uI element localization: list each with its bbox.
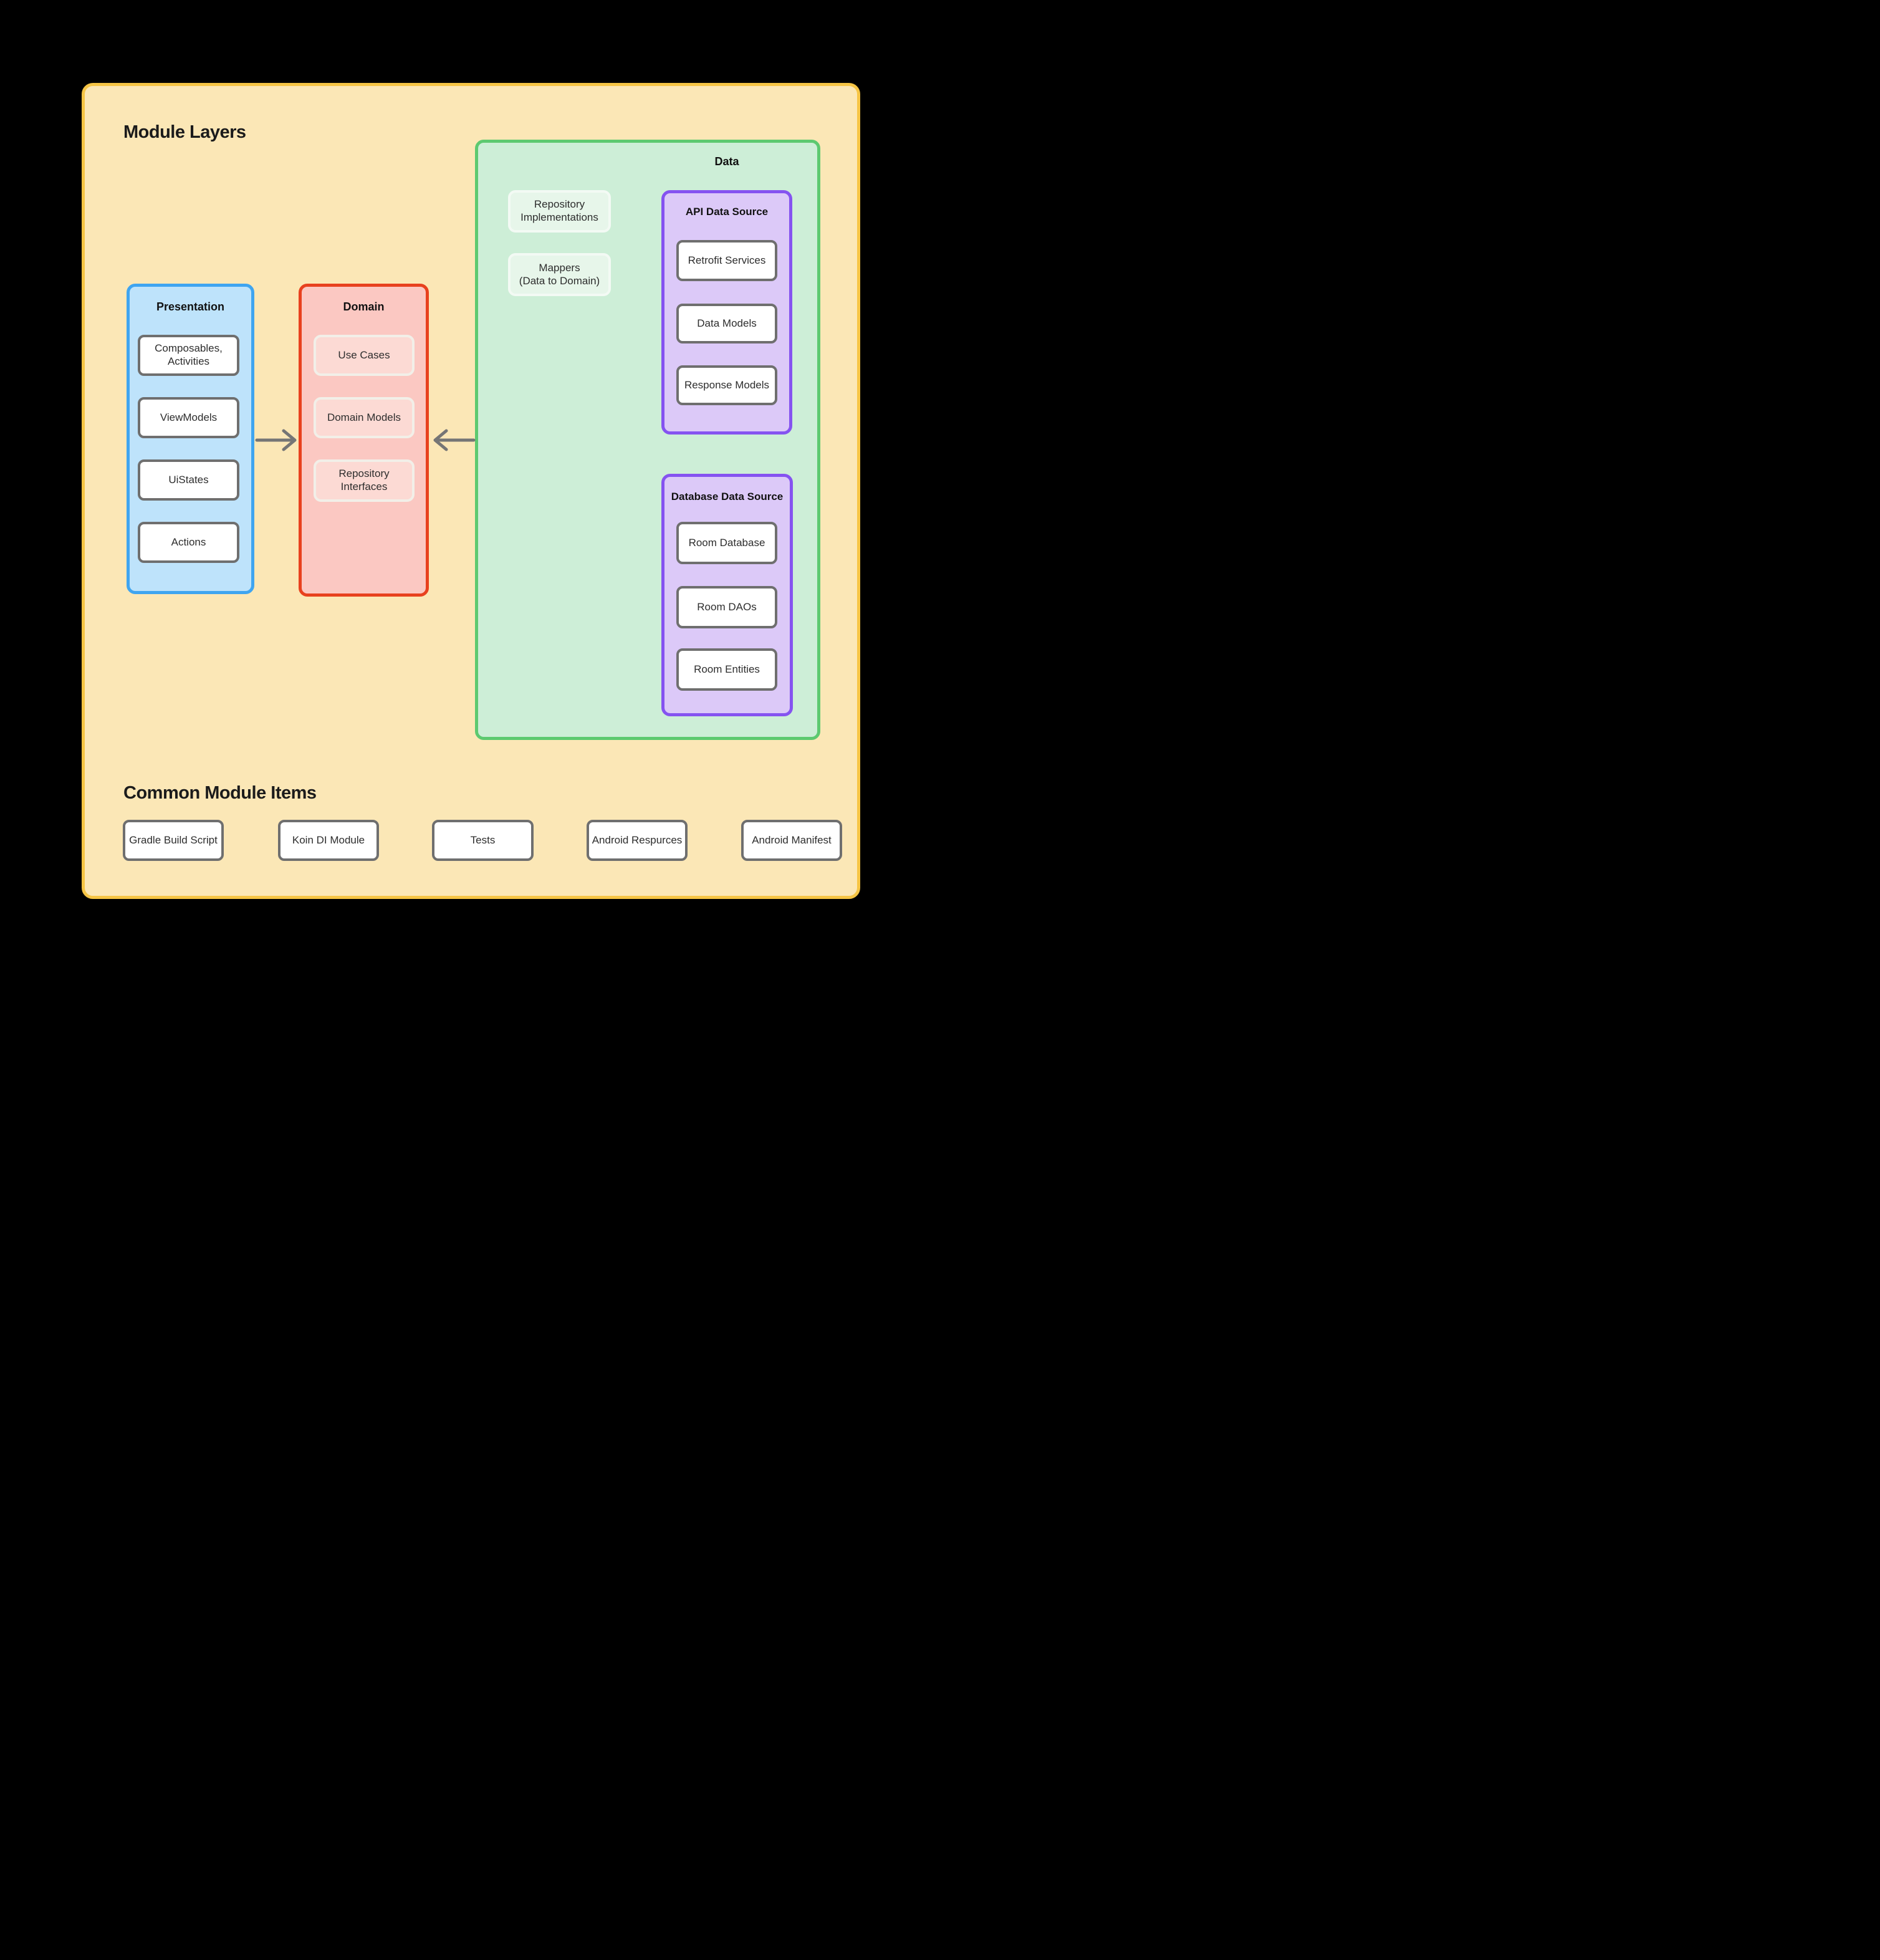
node-koin-di-module: Koin DI Module	[278, 820, 379, 861]
node-android-manifest: Android Manifest	[741, 820, 842, 861]
api-data-source-title: API Data Source	[685, 206, 769, 218]
node-room-entities: Room Entities	[676, 648, 777, 691]
node-data-models: Data Models	[676, 304, 777, 343]
node-response-models: Response Models	[676, 365, 777, 405]
node-mappers: Mappers (Data to Domain)	[508, 253, 611, 296]
node-use-cases: Use Cases	[314, 335, 415, 376]
node-uistates: UiStates	[138, 459, 239, 501]
node-repository-interfaces: Repository Interfaces	[314, 459, 415, 502]
node-repository-implementations: Repository Implementations	[508, 190, 611, 233]
data-to-domain-arrow-icon	[433, 429, 476, 451]
node-actions: Actions	[138, 522, 239, 563]
node-gradle-build-script: Gradle Build Script	[123, 820, 224, 861]
node-tests: Tests	[432, 820, 534, 861]
node-android-respurces: Android Respurces	[587, 820, 688, 861]
node-domain-models: Domain Models	[314, 397, 415, 438]
node-viewmodels: ViewModels	[138, 397, 239, 438]
presentation-title: Presentation	[156, 300, 225, 313]
presentation-to-domain-arrow-icon	[255, 429, 297, 451]
data-title: Data	[714, 155, 739, 168]
node-room-daos: Room DAOs	[676, 586, 777, 628]
diagram-title: Module Layers	[123, 122, 246, 142]
domain-layer: Domain	[299, 284, 429, 597]
database-data-source-title: Database Data Source	[671, 491, 784, 502]
domain-title: Domain	[343, 300, 385, 313]
common-items-title: Common Module Items	[123, 783, 317, 803]
node-room-database: Room Database	[676, 522, 777, 564]
node-retrofit-services: Retrofit Services	[676, 240, 777, 281]
diagram-canvas: Module Layers Presentation Composables, …	[0, 0, 940, 980]
node-composables-activities: Composables, Activities	[138, 335, 239, 376]
